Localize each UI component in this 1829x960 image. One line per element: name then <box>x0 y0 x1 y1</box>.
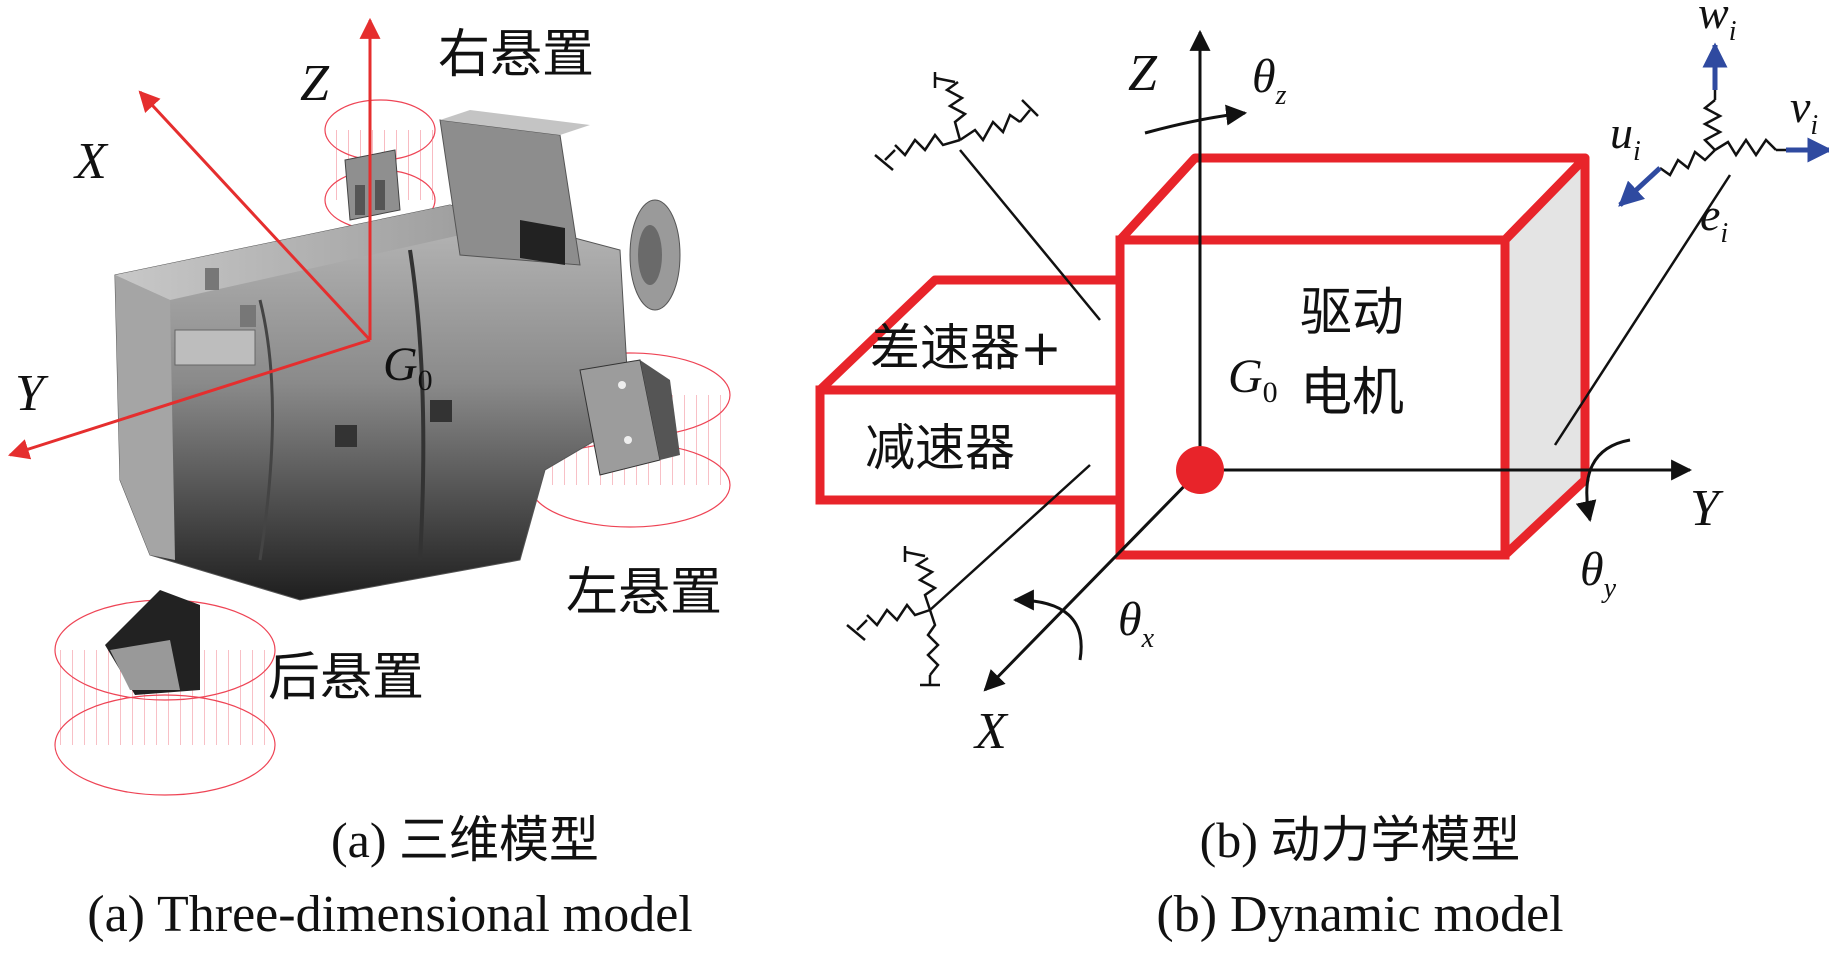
panel-b-dynamic-model: 差速器+ 减速器 驱动 电机 Z Y X G0 θz θy θx <box>815 0 1829 760</box>
x-axis-b <box>983 468 1202 692</box>
origin-label-b: G0 <box>1228 350 1278 409</box>
theta-y-arrow <box>1575 438 1631 523</box>
right-mount-label: 右悬置 <box>438 25 594 85</box>
u-label: ui <box>1610 107 1641 167</box>
theta-z-label: θz <box>1252 50 1287 111</box>
v-label: vi <box>1790 81 1818 141</box>
x-axis-label-a: X <box>73 133 109 190</box>
axes-dynamic <box>983 29 1693 692</box>
x-axis-label-b: X <box>973 703 1009 760</box>
motor-body <box>114 110 681 601</box>
center-of-mass-dot <box>1176 446 1224 494</box>
leader-line-right <box>1553 174 1732 446</box>
z-axis-label-b: Z <box>1128 45 1158 102</box>
spring-mount-right <box>1659 90 1786 177</box>
left-mount-bracket <box>579 359 680 476</box>
caption-b-en: (b) Dynamic model <box>1156 886 1564 943</box>
axes-3d <box>7 17 381 460</box>
spring-mount-lower-left <box>846 546 940 687</box>
spring-mount-upper-left <box>874 72 1039 171</box>
y-axis-label-a: Y <box>15 365 49 422</box>
y-axis-label-b: Y <box>1690 480 1724 537</box>
theta-z-arrow <box>1144 104 1248 135</box>
rear-mount-label: 后悬置 <box>268 648 424 708</box>
e-label: ei <box>1700 189 1728 249</box>
x-axis-a <box>138 90 372 342</box>
motor-label-line1: 驱动 <box>1300 283 1404 343</box>
reducer-label-line1: 差速器+ <box>870 319 1062 377</box>
theta-x-arrow <box>1012 589 1083 661</box>
y-axis-a <box>7 338 371 460</box>
motor-label-line2: 电机 <box>1300 363 1404 423</box>
theta-y-label: θy <box>1580 543 1617 604</box>
origin-label-a: G0 <box>383 338 433 397</box>
caption-a-en: (a) Three-dimensional model <box>87 886 693 943</box>
z-axis-label-a: Z <box>300 55 330 112</box>
left-mount-label: 左悬置 <box>566 563 722 623</box>
caption-b-cn: (b) 动力学模型 <box>1199 812 1521 868</box>
reducer-block: 差速器+ 减速器 <box>815 275 1125 505</box>
reducer-label-line2: 减速器 <box>865 419 1015 477</box>
motor-box: 驱动 电机 <box>1115 153 1590 560</box>
rear-mount-bracket <box>105 590 200 695</box>
leader-line-upper-left <box>959 149 1101 321</box>
leader-line-lower-left <box>929 464 1091 611</box>
panel-a-3d-model: Z X Y G0 右悬置 左悬置 后悬置 <box>7 17 731 796</box>
right-mount-bracket <box>344 149 401 221</box>
w-label: wi <box>1698 0 1736 47</box>
caption-a-cn: (a) 三维模型 <box>331 812 599 868</box>
theta-x-label: θx <box>1118 593 1155 654</box>
u-direction-arrow <box>1618 166 1662 207</box>
